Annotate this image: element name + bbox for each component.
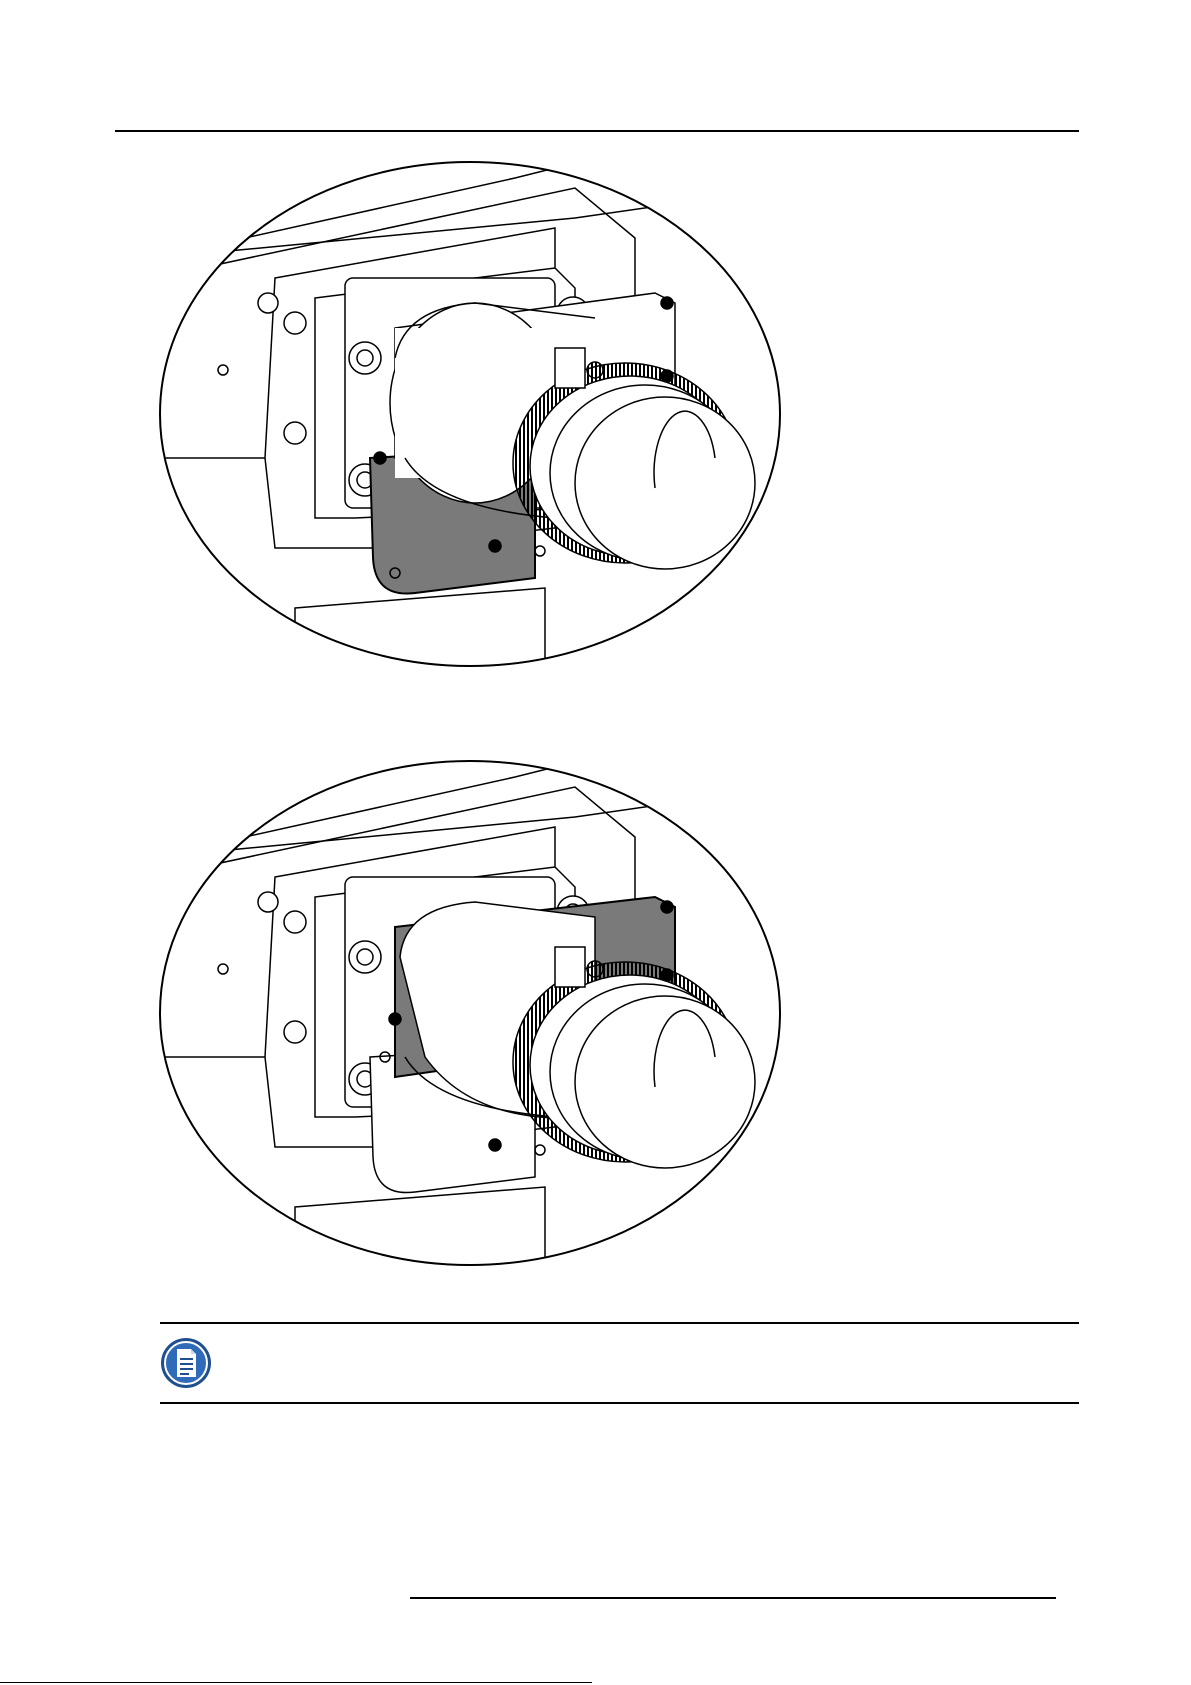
footer-bottom-rule	[0, 1682, 592, 1683]
header-rule	[115, 130, 1079, 132]
note-bottom-rule	[160, 1402, 1079, 1404]
note-icon	[160, 1337, 212, 1389]
note-top-rule	[160, 1322, 1079, 1324]
figure-bottom	[155, 757, 785, 1272]
figure-top	[155, 158, 785, 673]
footer-rule	[410, 1597, 1056, 1599]
